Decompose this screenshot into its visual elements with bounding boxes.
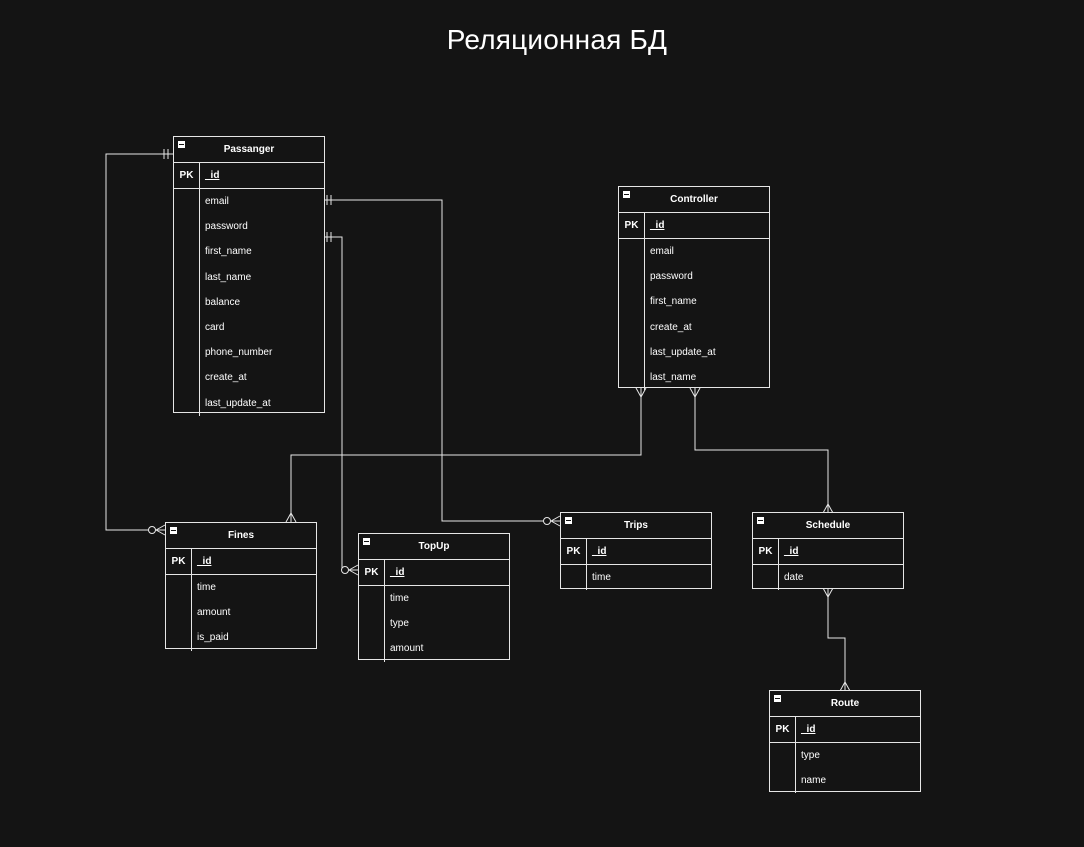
field-first-name[interactable]: first_name	[650, 296, 697, 308]
entity-schedule-pk: _id	[784, 546, 799, 557]
entity-passanger[interactable]: Passanger PK _id email password first_na…	[173, 136, 325, 416]
relationship-controller-fines[interactable]	[285, 387, 647, 523]
field-name[interactable]: name	[801, 775, 827, 787]
entity-route-header[interactable]: Route	[770, 691, 920, 717]
field-password[interactable]: password	[205, 221, 248, 233]
field-time[interactable]: time	[197, 582, 216, 593]
field-last-update-at[interactable]: last_update_at	[205, 397, 271, 409]
field-type[interactable]: type	[801, 750, 820, 761]
entity-trips[interactable]: Trips PK _id time	[560, 512, 712, 591]
field-email[interactable]: email	[650, 246, 674, 257]
field-create-at[interactable]: create_at	[650, 321, 692, 333]
field-date[interactable]: date	[784, 572, 804, 583]
entity-schedule-fields: date	[753, 565, 903, 591]
entity-route-fields: type name	[770, 743, 920, 794]
field-email[interactable]: email	[205, 196, 229, 207]
entity-controller[interactable]: Controller PK _id email password first_n…	[618, 186, 770, 391]
field-card[interactable]: card	[205, 321, 225, 333]
pk-label: PK	[174, 163, 200, 188]
entity-topup-fields: time type amount	[359, 586, 509, 662]
entity-trips-pk: _id	[592, 546, 607, 557]
relationship-passanger-fines[interactable]	[105, 149, 174, 536]
entity-route-pk: _id	[801, 724, 816, 735]
entity-passanger-fields: email password first_name last_name bala…	[174, 189, 324, 416]
entity-schedule-name: Schedule	[805, 520, 851, 531]
field-time[interactable]: time	[592, 572, 611, 583]
entity-schedule-pk-row[interactable]: PK _id	[753, 539, 903, 565]
field-balance[interactable]: balance	[205, 296, 241, 308]
entity-controller-header[interactable]: Controller	[619, 187, 769, 213]
field-time[interactable]: time	[390, 593, 409, 604]
relationship-schedule-route[interactable]	[822, 587, 851, 692]
entity-trips-name: Trips	[624, 520, 648, 531]
field-create-at[interactable]: create_at	[205, 372, 247, 384]
relationship-passanger-topup[interactable]	[325, 232, 359, 576]
entity-passanger-pk-row[interactable]: PK _id	[174, 163, 324, 189]
entity-schedule-header[interactable]: Schedule	[753, 513, 903, 539]
collapse-icon[interactable]	[170, 527, 177, 534]
field-type[interactable]: type	[390, 618, 409, 630]
entity-fines-fields: time amount is_paid	[166, 575, 316, 651]
collapse-icon[interactable]	[774, 695, 781, 702]
entity-passanger-name: Passanger	[223, 144, 275, 155]
entity-fines[interactable]: Fines PK _id time amount is_paid	[165, 522, 317, 651]
pk-label: PK	[753, 539, 779, 564]
entity-passanger-header[interactable]: Passanger	[174, 137, 324, 163]
pk-label: PK	[619, 213, 645, 238]
field-is-paid[interactable]: is_paid	[197, 632, 229, 644]
field-last-update-at[interactable]: last_update_at	[650, 346, 716, 358]
entity-trips-pk-row[interactable]: PK _id	[561, 539, 711, 565]
entity-passanger-pk: _id	[205, 170, 220, 181]
field-last-name[interactable]: last_name	[650, 371, 697, 383]
field-amount[interactable]: amount	[390, 643, 424, 655]
entity-route[interactable]: Route PK _id type name	[769, 690, 921, 794]
entity-schedule[interactable]: Schedule PK _id date	[752, 512, 904, 591]
field-password[interactable]: password	[650, 271, 693, 283]
entity-topup-pk: _id	[390, 567, 405, 578]
pk-label: PK	[770, 717, 796, 742]
collapse-icon[interactable]	[565, 517, 572, 524]
collapse-icon[interactable]	[363, 538, 370, 545]
field-amount[interactable]: amount	[197, 607, 231, 619]
collapse-icon[interactable]	[757, 517, 764, 524]
entity-fines-header[interactable]: Fines	[166, 523, 316, 549]
entity-route-pk-row[interactable]: PK _id	[770, 717, 920, 743]
entity-trips-fields: time	[561, 565, 711, 591]
entity-controller-fields: email password first_name create_at last…	[619, 239, 769, 391]
field-last-name[interactable]: last_name	[205, 271, 252, 283]
entity-route-name: Route	[830, 698, 860, 709]
entity-controller-name: Controller	[670, 194, 718, 205]
pk-label: PK	[166, 549, 192, 574]
pk-label: PK	[561, 539, 587, 564]
relationship-controller-schedule[interactable]	[689, 387, 834, 514]
collapse-icon[interactable]	[623, 191, 630, 198]
entity-fines-name: Fines	[227, 530, 255, 541]
entity-trips-header[interactable]: Trips	[561, 513, 711, 539]
entity-topup-header[interactable]: TopUp	[359, 534, 509, 560]
entity-controller-pk: _id	[650, 220, 665, 231]
entity-fines-pk-row[interactable]: PK _id	[166, 549, 316, 575]
entity-topup-pk-row[interactable]: PK _id	[359, 560, 509, 586]
entity-topup-name: TopUp	[418, 541, 450, 552]
collapse-icon[interactable]	[178, 141, 185, 148]
relationship-passanger-trips[interactable]	[325, 195, 561, 527]
field-phone-number[interactable]: phone_number	[205, 347, 273, 359]
field-first-name[interactable]: first_name	[205, 246, 252, 258]
pk-label: PK	[359, 560, 385, 585]
entity-controller-pk-row[interactable]: PK _id	[619, 213, 769, 239]
entity-fines-pk: _id	[197, 556, 212, 567]
entity-topup[interactable]: TopUp PK _id time type amount	[358, 533, 510, 662]
diagram-title: Реляционная БД	[446, 24, 668, 55]
